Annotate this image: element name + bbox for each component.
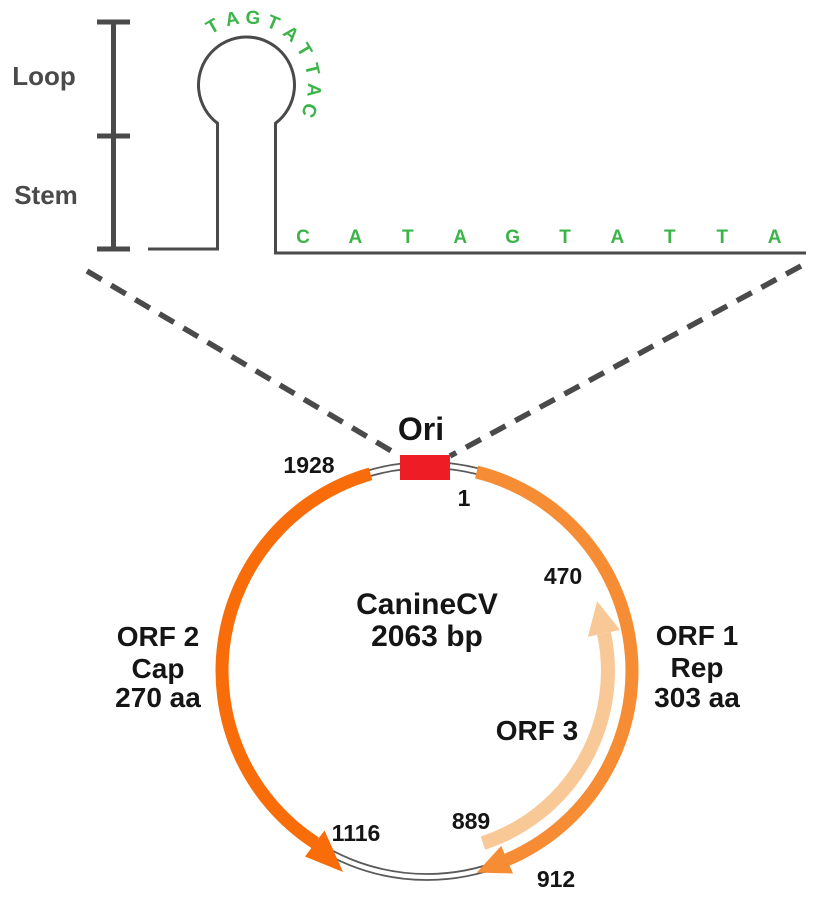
position-912: 912 [537, 866, 575, 892]
dashed-line-right [448, 263, 803, 459]
stem-label: Stem [14, 180, 78, 210]
dashed-line-left [85, 268, 402, 459]
orf3-arrowhead [587, 601, 621, 637]
sequence-letter: C [296, 227, 310, 248]
sequence-letter: T [292, 40, 316, 61]
position-1: 1 [458, 485, 471, 511]
plasmid-size: 2063 bp [371, 620, 483, 653]
sequence-letter: T [300, 61, 323, 78]
sequence-letter: A [768, 227, 782, 248]
position-1928: 1928 [283, 452, 334, 478]
orf1-label-gene: Rep [671, 652, 724, 683]
sequence-letter: G [505, 227, 520, 248]
orf3-arc [480, 631, 615, 850]
loop-label: Loop [12, 61, 76, 91]
orf1-label-name: ORF 1 [656, 620, 738, 651]
sequence-letter: A [349, 227, 363, 248]
sequence-letter: A [278, 22, 302, 47]
position-470: 470 [544, 563, 582, 589]
sequence-letter: T [402, 227, 414, 248]
measure-ruler [97, 19, 130, 252]
plasmid-map [215, 455, 639, 881]
orf2-label-gene: Cap [132, 653, 185, 684]
orf2-label-aa: 270 aa [115, 682, 201, 713]
sequence-letter: C [296, 100, 321, 121]
sequence-letter: T [203, 15, 224, 39]
sequence-letter: A [611, 227, 625, 248]
sequence-letter: T [559, 227, 571, 248]
orf2-label-name: ORF 2 [117, 621, 199, 652]
orf2-arc [215, 467, 373, 849]
sequence-letter: T [664, 227, 676, 248]
sequence-letter: T [263, 11, 282, 35]
orf2-arrowhead [305, 830, 343, 872]
sequence-letter: T [716, 227, 728, 248]
callout-dashed-lines [85, 263, 803, 459]
stem-loop-outline [148, 35, 806, 255]
sequence-letter: A [453, 227, 467, 248]
orf1-arrowhead [476, 845, 513, 874]
orf1-arc [475, 465, 639, 866]
sequence-letter: G [245, 7, 262, 29]
ori-marker [400, 455, 450, 480]
sequence-letter: A [302, 82, 324, 98]
ori-label: Ori [398, 411, 444, 447]
orf1-label-aa: 303 aa [654, 682, 740, 713]
sequence-letter: A [223, 8, 241, 32]
plasmid-name: CanineCV [356, 588, 498, 621]
orf3-label: ORF 3 [496, 715, 578, 746]
map-labels: Ori CanineCV 2063 bp 1928 1 470 889 912 … [115, 411, 740, 892]
position-889: 889 [452, 808, 490, 834]
position-1116: 1116 [332, 820, 381, 846]
